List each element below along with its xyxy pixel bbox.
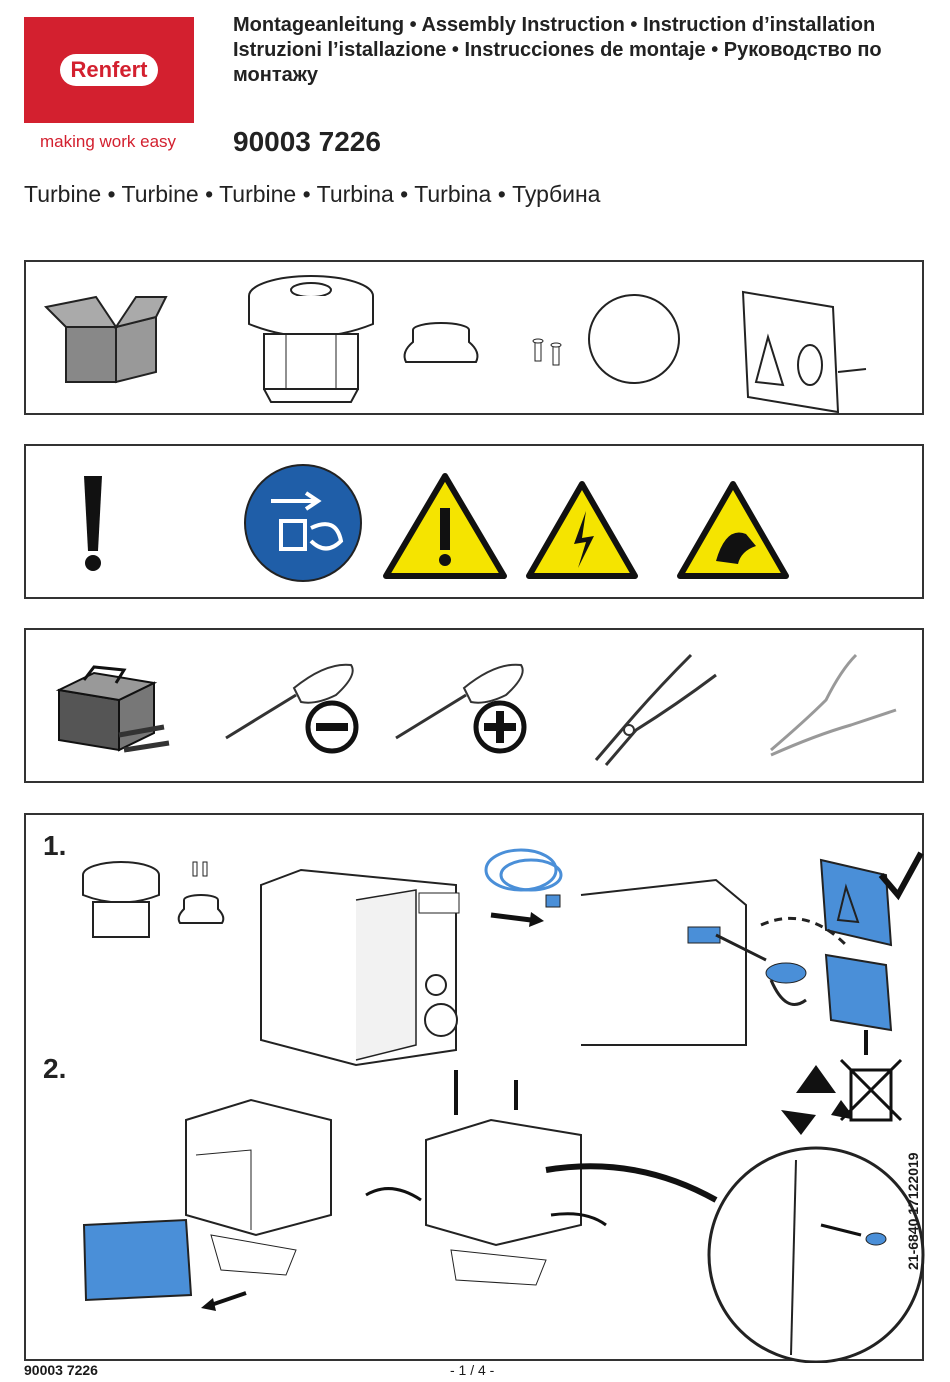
- turbine-motor-icon: [248, 275, 374, 403]
- remove-arrow-icon: [201, 1291, 247, 1311]
- step-2-label: 2.: [43, 1053, 67, 1084]
- page-number: - 1 / 4 -: [450, 1362, 495, 1378]
- side-reference-code: 21-6840 17122019: [905, 1152, 921, 1270]
- label-panel-icon: [741, 290, 867, 414]
- tools-panel: [24, 628, 924, 783]
- title-line-3: монтажу: [233, 64, 319, 86]
- contents-panel: [24, 260, 924, 415]
- new-label-icon: [819, 851, 924, 947]
- seal-ring-icon: [403, 322, 479, 363]
- removed-container-icon: [82, 1218, 193, 1302]
- unit-housing-front: [260, 868, 460, 1067]
- power-cable-icon: [484, 848, 563, 908]
- seal-ring-icon: [177, 894, 225, 924]
- instructions-panel: 1. 2.: [24, 813, 925, 1363]
- step-1-label: 1.: [43, 830, 67, 861]
- no-bin-disposal-icon: [839, 1030, 903, 1122]
- side-cutter-icon: [770, 653, 897, 757]
- detail-zoom-icon: [545, 1146, 925, 1363]
- brand-logo: Renfert: [24, 17, 194, 123]
- disconnect-mains-icon: [244, 464, 362, 582]
- screws-icon: [192, 861, 208, 877]
- pliers-icon: [594, 653, 717, 766]
- filter-disc-icon: [588, 294, 680, 384]
- product-subtitle: Turbine • Turbine • Turbine • Turbina • …: [24, 181, 601, 207]
- title-line-1: Montageanleitung • Assembly Instruction …: [233, 14, 876, 36]
- document-number: 90003 7226: [233, 126, 381, 157]
- hand-injury-warning-icon: [677, 481, 789, 579]
- footer-document-number: 90003 7226: [24, 1362, 98, 1378]
- box-icon: [43, 295, 168, 384]
- phillips-screwdriver-icon: [395, 663, 527, 754]
- rotate-arrow-icon: [365, 1187, 607, 1227]
- recycle-icon: [781, 1065, 856, 1135]
- electric-warning-icon: [526, 481, 638, 579]
- pull-arrow-icon: [490, 912, 544, 927]
- unit-side-view: [185, 1098, 332, 1276]
- unit-open-view: [425, 1070, 582, 1286]
- turbine-motor-icon: [82, 861, 160, 938]
- exclamation-icon: [84, 476, 102, 571]
- toolbox-icon: [55, 665, 170, 753]
- general-warning-icon: [383, 473, 507, 579]
- flat-screwdriver-icon: [225, 663, 359, 754]
- safety-panel: [24, 444, 924, 599]
- old-label-icon: [760, 916, 893, 1032]
- screws-icon: [532, 338, 562, 366]
- screwdriver-pry-icon: [715, 933, 807, 1006]
- brand-name: Renfert: [60, 54, 158, 86]
- title-line-2: Istruzioni l’istallazione • Instruccione…: [233, 39, 882, 61]
- brand-tagline: making work easy: [40, 132, 177, 151]
- unit-top-corner: [580, 878, 747, 1046]
